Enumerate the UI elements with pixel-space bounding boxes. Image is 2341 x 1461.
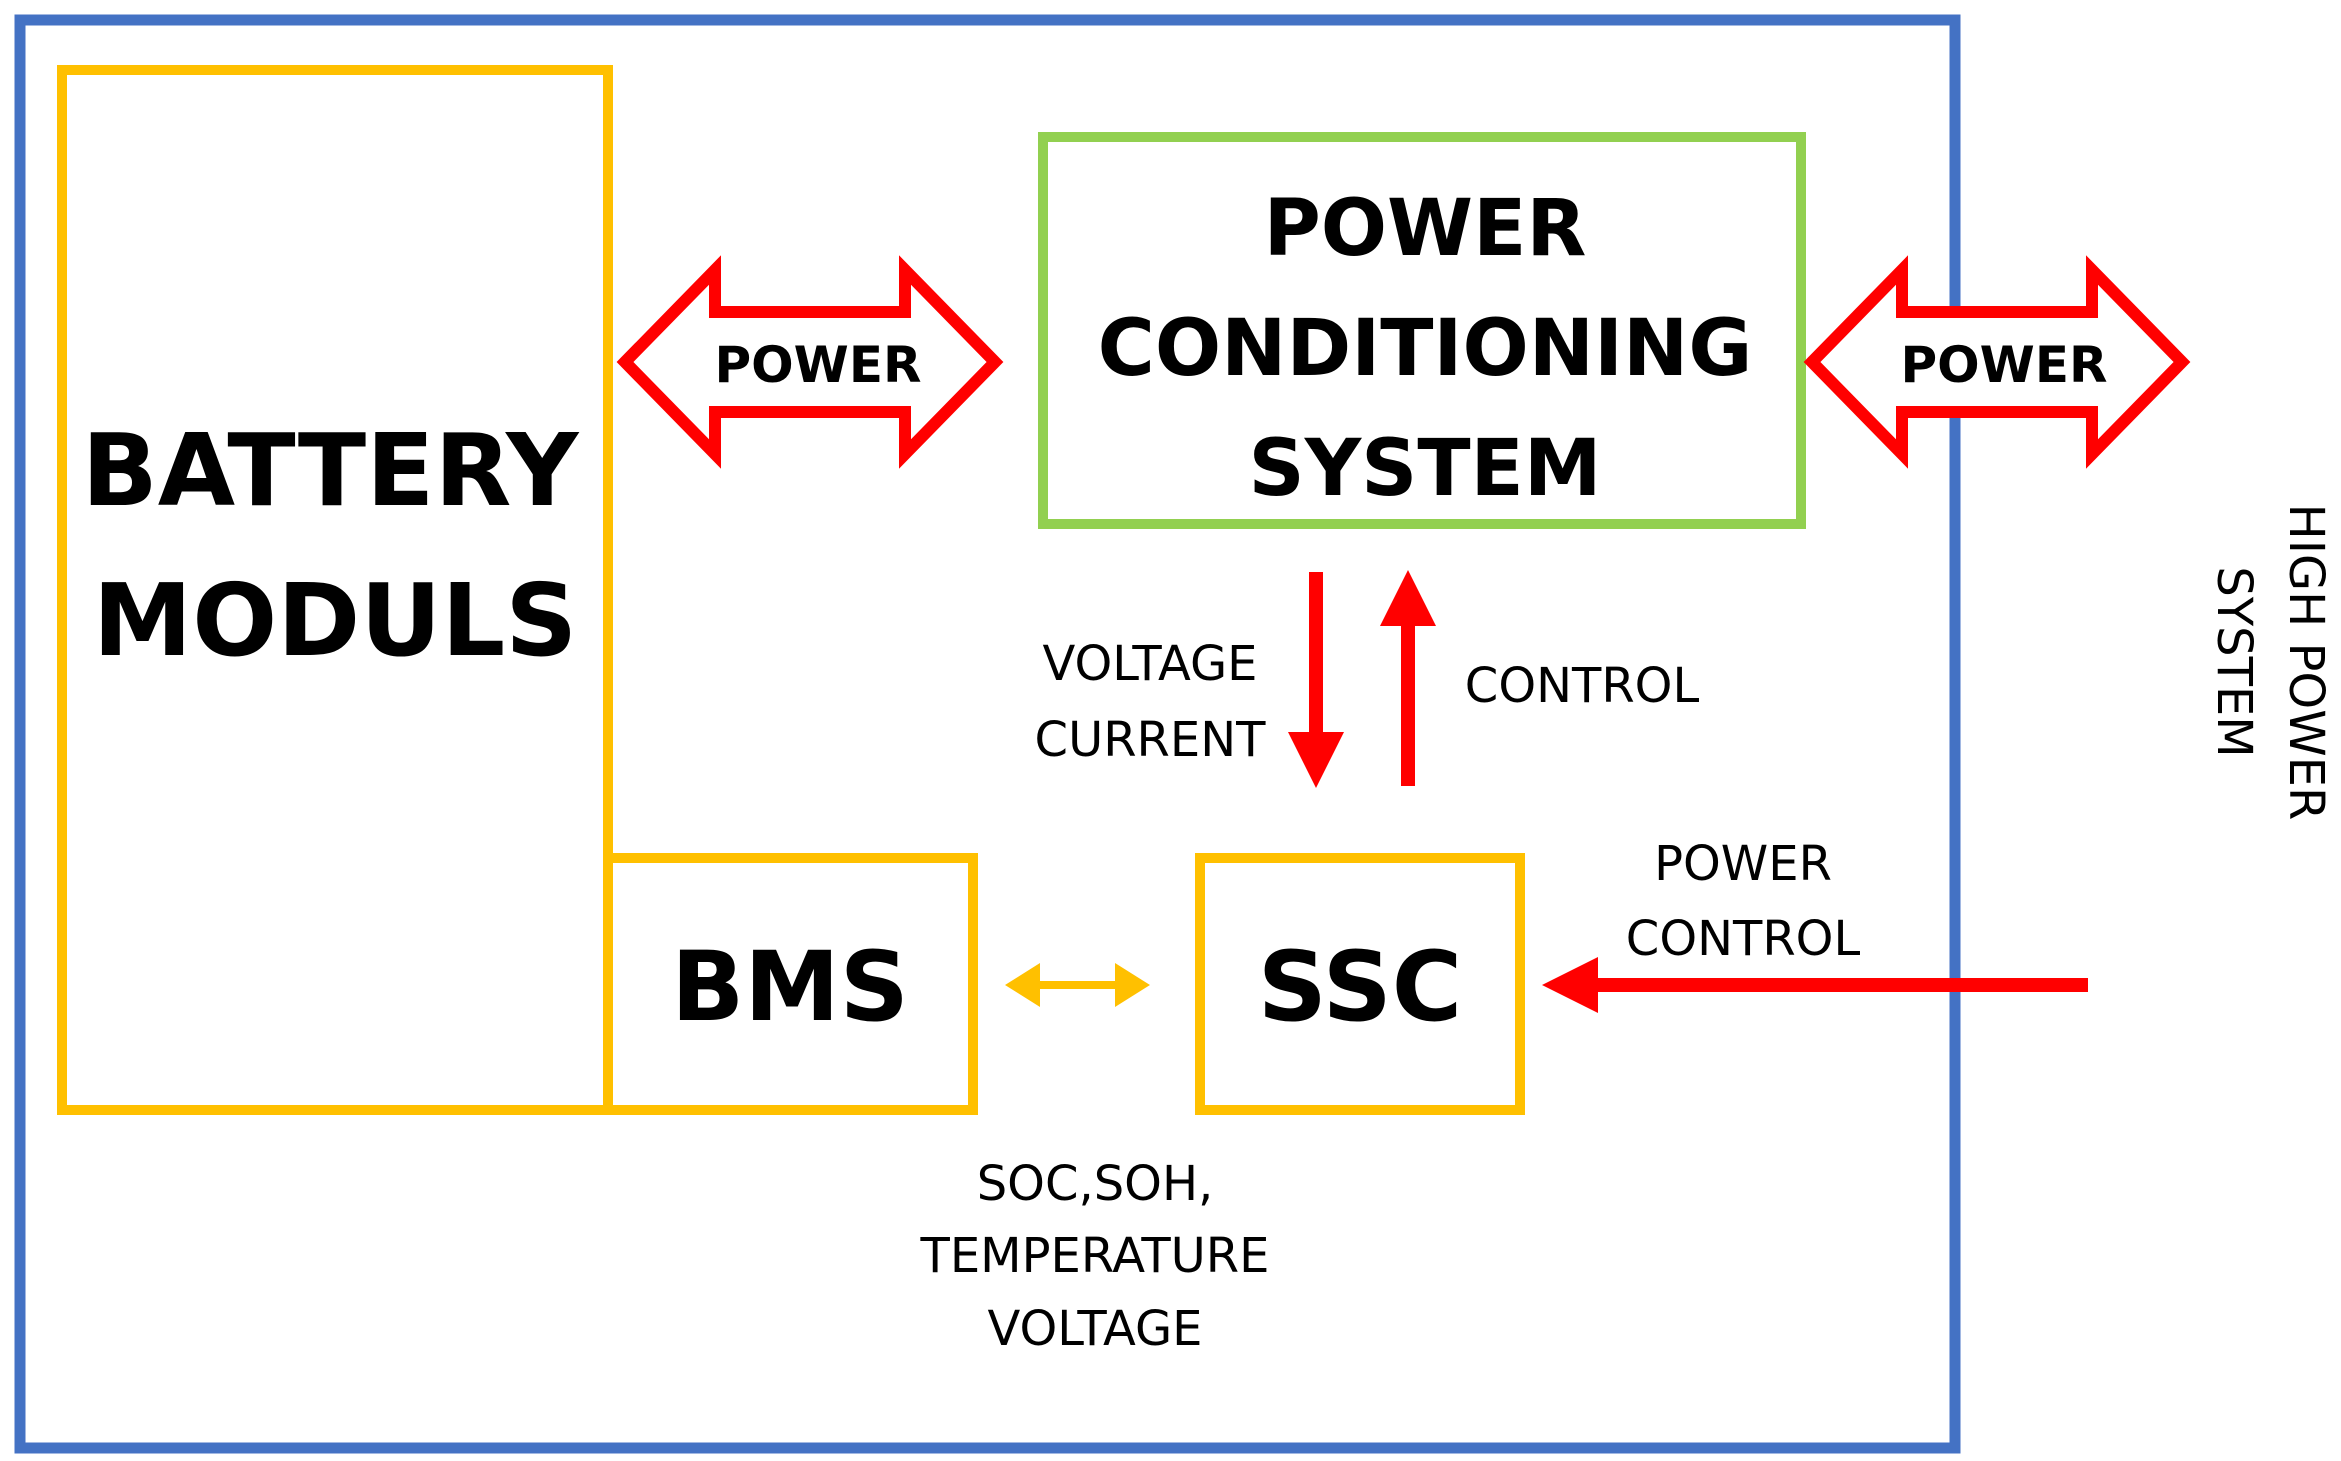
high-power-line1: HIGH POWER <box>2278 504 2334 821</box>
power-conditioning-block <box>1038 132 1806 529</box>
system-boundary <box>14 14 1961 1454</box>
battery-label-line1: BATTERY <box>82 412 580 529</box>
pcs-label-line1: POWER <box>1264 184 1587 274</box>
bms-ssc-arrowhead-right <box>1115 963 1150 1007</box>
power-arrow-left <box>616 255 1004 469</box>
high-power-system-label: HIGH POWER SYSTEM <box>2206 504 2334 821</box>
bms-block <box>603 853 978 1115</box>
ssc-block <box>1195 853 1525 1115</box>
bms-ssc-arrowhead-left <box>1005 963 1040 1007</box>
voltage-label: VOLTAGE <box>1042 636 1257 692</box>
battery-modules-block <box>57 65 613 1115</box>
high-power-line2: SYSTEM <box>2206 566 2262 757</box>
power-control-label-line1: POWER <box>1654 836 1832 892</box>
current-label: CURRENT <box>1035 712 1267 768</box>
soc-label-line2: TEMPERATURE <box>920 1228 1270 1284</box>
pcs-label-line2: CONDITIONING <box>1098 304 1753 394</box>
soc-label-line3: VOLTAGE <box>987 1301 1202 1357</box>
bms-label: BMS <box>671 931 909 1043</box>
ssc-label: SSC <box>1258 931 1462 1043</box>
battery-label-line2: MODULS <box>93 562 577 679</box>
soc-label-line1: SOC,SOH, <box>977 1156 1214 1212</box>
power-arrow-right <box>1803 255 2191 469</box>
power-control-label-line2: CONTROL <box>1626 911 1861 967</box>
pcs-label-line3: SYSTEM <box>1249 424 1602 514</box>
control-label: CONTROL <box>1465 658 1700 714</box>
power-arrow-left-label: POWER <box>715 336 922 394</box>
power-arrow-right-label: POWER <box>1901 336 2108 394</box>
